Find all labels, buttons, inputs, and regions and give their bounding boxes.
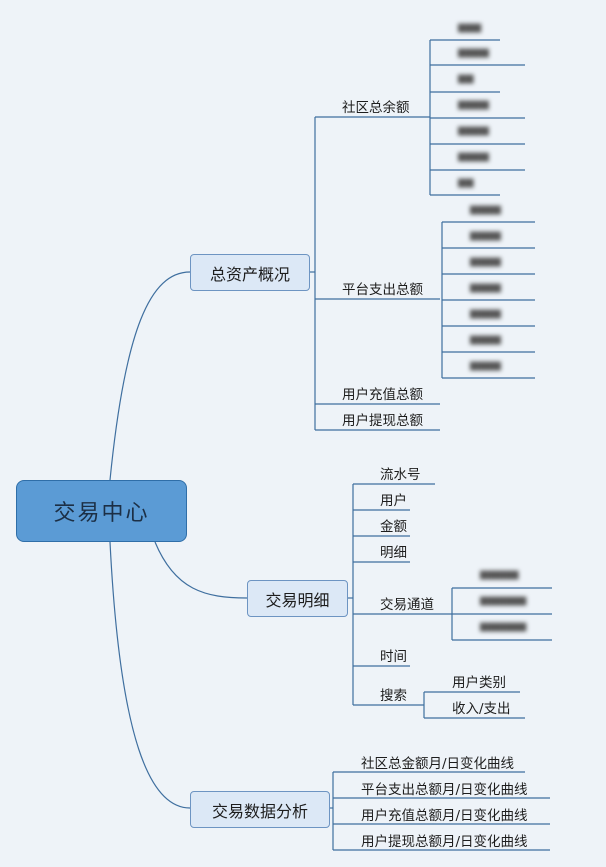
- blurred-label: ▆▆▆▆: [470, 360, 501, 371]
- node-user-category[interactable]: 用户类别: [452, 675, 506, 691]
- blurred-label: ▆▆: [458, 73, 474, 84]
- node-search[interactable]: 搜索: [380, 688, 407, 704]
- root-node[interactable]: 交易中心: [16, 480, 187, 542]
- blurred-label: ▆▆▆▆: [458, 151, 489, 162]
- node-time[interactable]: 时间: [380, 649, 407, 665]
- blurred-label: ▆▆▆▆: [470, 230, 501, 241]
- node-analysis-item[interactable]: 社区总金额月/日变化曲线: [361, 756, 515, 772]
- node-analysis-item[interactable]: 平台支出总额月/日变化曲线: [361, 782, 528, 798]
- blurred-label: ▆▆▆▆▆▆: [480, 621, 527, 632]
- node-platform-spend[interactable]: 平台支出总额: [342, 282, 423, 298]
- node-withdraw-total[interactable]: 用户提现总额: [342, 413, 423, 429]
- blurred-label: ▆▆▆▆: [458, 47, 489, 58]
- blurred-label: ▆▆▆▆▆▆: [480, 595, 527, 606]
- blurred-label: ▆▆▆▆: [470, 334, 501, 345]
- blurred-label: ▆▆▆▆: [470, 256, 501, 267]
- node-transaction-analysis[interactable]: 交易数据分析: [190, 791, 330, 828]
- node-amount[interactable]: 金额: [380, 519, 407, 535]
- node-recharge-total[interactable]: 用户充值总额: [342, 387, 423, 403]
- node-analysis-item[interactable]: 用户提现总额月/日变化曲线: [361, 834, 528, 850]
- blurred-label: ▆▆▆▆: [470, 204, 501, 215]
- blurred-label: ▆▆▆▆▆: [480, 569, 519, 580]
- blurred-label: ▆▆▆▆: [458, 125, 489, 136]
- node-user[interactable]: 用户: [380, 493, 407, 509]
- node-income-expense[interactable]: 收入/支出: [452, 701, 511, 717]
- node-transaction-details[interactable]: 交易明细: [247, 580, 348, 617]
- blurred-label: ▆▆▆▆: [458, 99, 489, 110]
- blurred-label: ▆▆▆▆: [470, 282, 501, 293]
- node-channel[interactable]: 交易通道: [380, 597, 434, 613]
- blurred-label: ▆▆: [458, 177, 474, 188]
- node-community-balance[interactable]: 社区总余额: [342, 100, 410, 116]
- node-serial-number[interactable]: 流水号: [380, 467, 421, 483]
- blurred-label: ▆▆▆: [458, 22, 482, 33]
- node-detail[interactable]: 明细: [380, 545, 407, 561]
- node-asset-overview[interactable]: 总资产概况: [190, 254, 310, 291]
- node-analysis-item[interactable]: 用户充值总额月/日变化曲线: [361, 808, 528, 824]
- blurred-label: ▆▆▆▆: [470, 308, 501, 319]
